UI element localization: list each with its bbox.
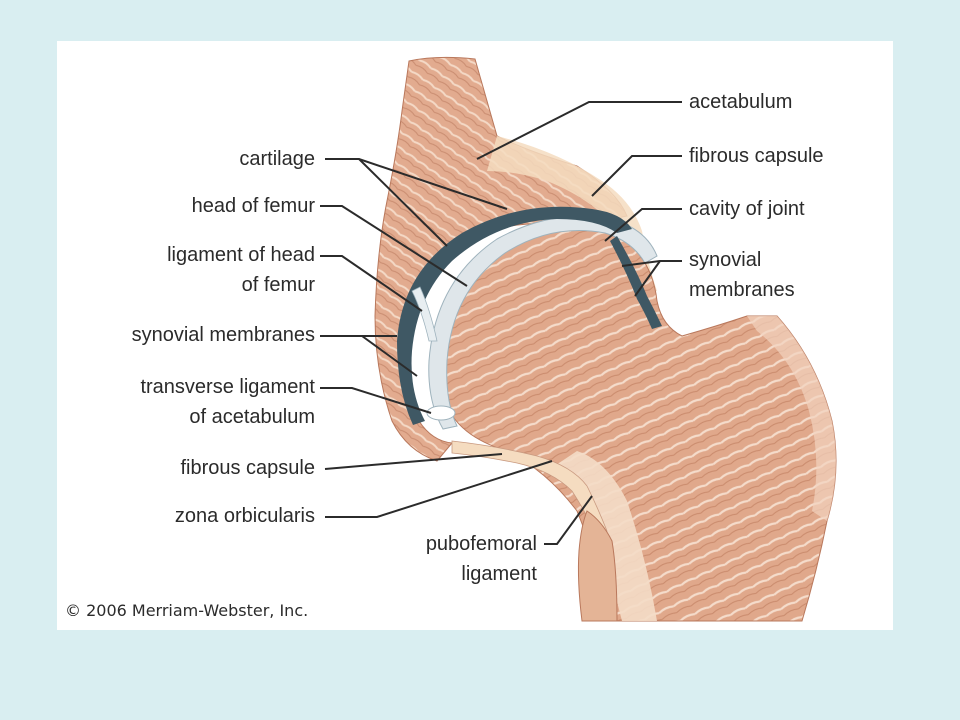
label-acetabulum: acetabulum (689, 91, 793, 113)
label-cavity-of-joint: cavity of joint (689, 198, 805, 220)
label-ligament-of-head-1: ligament of head (167, 244, 315, 266)
label-cartilage: cartilage (239, 148, 315, 170)
label-fibrous-capsule-left: fibrous capsule (180, 457, 315, 479)
label-synovial-membranes-right-1: synovial (689, 249, 762, 271)
label-transverse-ligament-2: of acetabulum (189, 406, 315, 428)
label-pubofemoral-1: pubofemoral (425, 533, 537, 555)
label-transverse-ligament-1: transverse ligament (140, 376, 315, 398)
leader-lines (320, 101, 682, 545)
label-head-of-femur: head of femur (191, 195, 315, 217)
diagram-panel: acetabulum fibrous capsule cavity of joi… (57, 41, 893, 630)
copyright-notice: © 2006 Merriam-Webster, Inc. (65, 601, 309, 620)
fibrous-capsule-upper (487, 136, 657, 296)
label-synovial-membranes-left: synovial membranes (131, 324, 315, 346)
label-synovial-membranes-right-2: membranes (689, 279, 795, 301)
label-zona-orbicularis: zona orbicularis (174, 505, 315, 527)
ligament-of-head (411, 286, 438, 342)
hip-joint-illustration (320, 56, 837, 622)
greater-trochanter (747, 316, 836, 521)
label-pubofemoral-2: ligament (461, 563, 537, 585)
label-ligament-of-head-2: of femur (241, 274, 315, 296)
transverse-ligament (426, 405, 456, 421)
label-fibrous-capsule-right: fibrous capsule (689, 145, 824, 167)
cavity-recess-right (610, 236, 662, 329)
cartilage-layer (428, 215, 658, 430)
pubis-fragment (577, 510, 618, 622)
